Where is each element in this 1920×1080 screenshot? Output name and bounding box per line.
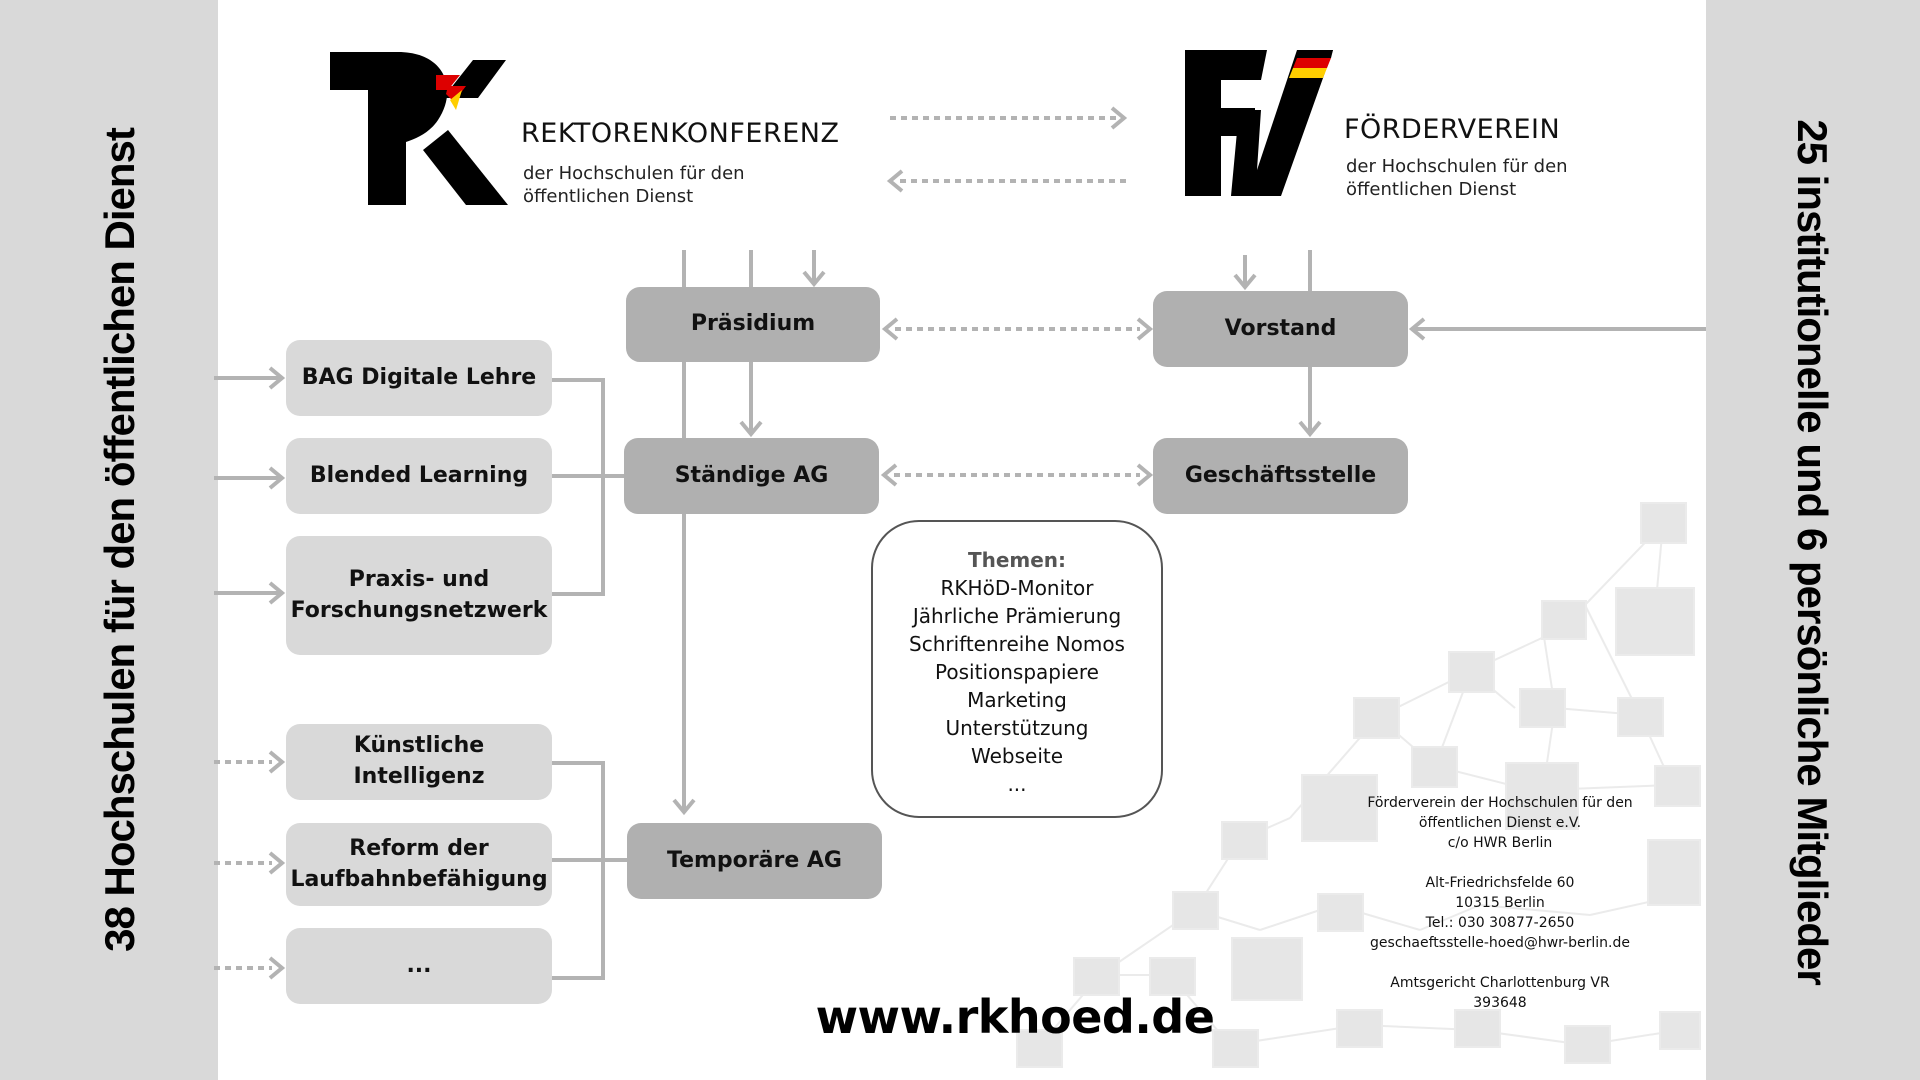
theme-item: Jährliche Prämierung xyxy=(912,604,1122,628)
standing-group-blended-learning[interactable]: Blended Learning xyxy=(286,438,552,514)
standing-group-bag-digitale-lehre[interactable]: BAG Digitale Lehre xyxy=(286,340,552,416)
website-link[interactable]: www.rkhoed.de xyxy=(815,990,1215,1044)
rk-subtitle-line-2: öffentlichen Dienst xyxy=(523,186,694,207)
fv-logo-mark-icon xyxy=(1185,50,1333,196)
theme-item: Positionspapiere xyxy=(935,660,1099,684)
fv-logo xyxy=(1185,50,1335,196)
temporaere-ag-node[interactable]: Temporäre AG xyxy=(627,823,882,899)
standing-group-praxis-forschungsnetzwerk[interactable]: Praxis- und Forschungsnetzwerk xyxy=(286,536,552,655)
group-label-line-2: Laufbahnbefähigung xyxy=(290,866,548,892)
fv-title: FÖRDERVEREIN xyxy=(1344,114,1561,145)
theme-item: RKHöD-Monitor xyxy=(940,576,1094,600)
theme-item: Schriftenreihe Nomos xyxy=(909,632,1125,656)
themes-box: Themen: RKHöD-Monitor Jährliche Prämieru… xyxy=(871,520,1163,818)
left-panel xyxy=(0,0,218,1080)
praesidium-node[interactable]: Präsidium xyxy=(626,287,880,362)
staendige-ag-node[interactable]: Ständige AG xyxy=(624,438,879,514)
right-panel xyxy=(1706,0,1920,1080)
temporary-group-kuenstliche-intelligenz[interactable]: Künstliche Intelligenz xyxy=(286,724,552,800)
rk-logo-mark-icon xyxy=(330,52,508,205)
rk-logo xyxy=(328,50,508,205)
temporary-group-more[interactable]: ... xyxy=(286,928,552,1004)
fv-subtitle: der Hochschulen für den öffentlichen Die… xyxy=(1346,155,1568,201)
theme-item: Unterstützung xyxy=(945,716,1089,740)
fv-subtitle-line-1: der Hochschulen für den xyxy=(1346,156,1568,177)
temporary-group-reform-laufbahnbefaehigung[interactable]: Reform der Laufbahnbefähigung xyxy=(286,823,552,906)
themes-title: Themen: xyxy=(967,548,1067,572)
network-decoration xyxy=(1016,502,1701,1068)
group-label-line-1: Praxis- und xyxy=(348,566,490,592)
contact-address: Förderverein der Hochschulen für den öff… xyxy=(1367,795,1633,1011)
group-label-line-2: Forschungsnetzwerk xyxy=(290,597,548,623)
rk-subtitle: der Hochschulen für den öffentlichen Die… xyxy=(523,162,745,208)
geschaeftsstelle-node[interactable]: Geschäftsstelle xyxy=(1153,438,1408,514)
theme-item: Webseite xyxy=(970,744,1064,768)
group-label-line-1: Reform der xyxy=(349,835,489,861)
rk-subtitle-line-1: der Hochschulen für den xyxy=(523,163,745,184)
connectors xyxy=(214,106,1706,980)
vorstand-node[interactable]: Vorstand xyxy=(1153,291,1408,367)
fv-subtitle-line-2: öffentlichen Dienst xyxy=(1346,179,1517,200)
theme-item: ... xyxy=(1007,772,1027,796)
theme-item: Marketing xyxy=(967,688,1067,712)
rk-title: REKTORENKONFERENZ xyxy=(521,118,840,149)
